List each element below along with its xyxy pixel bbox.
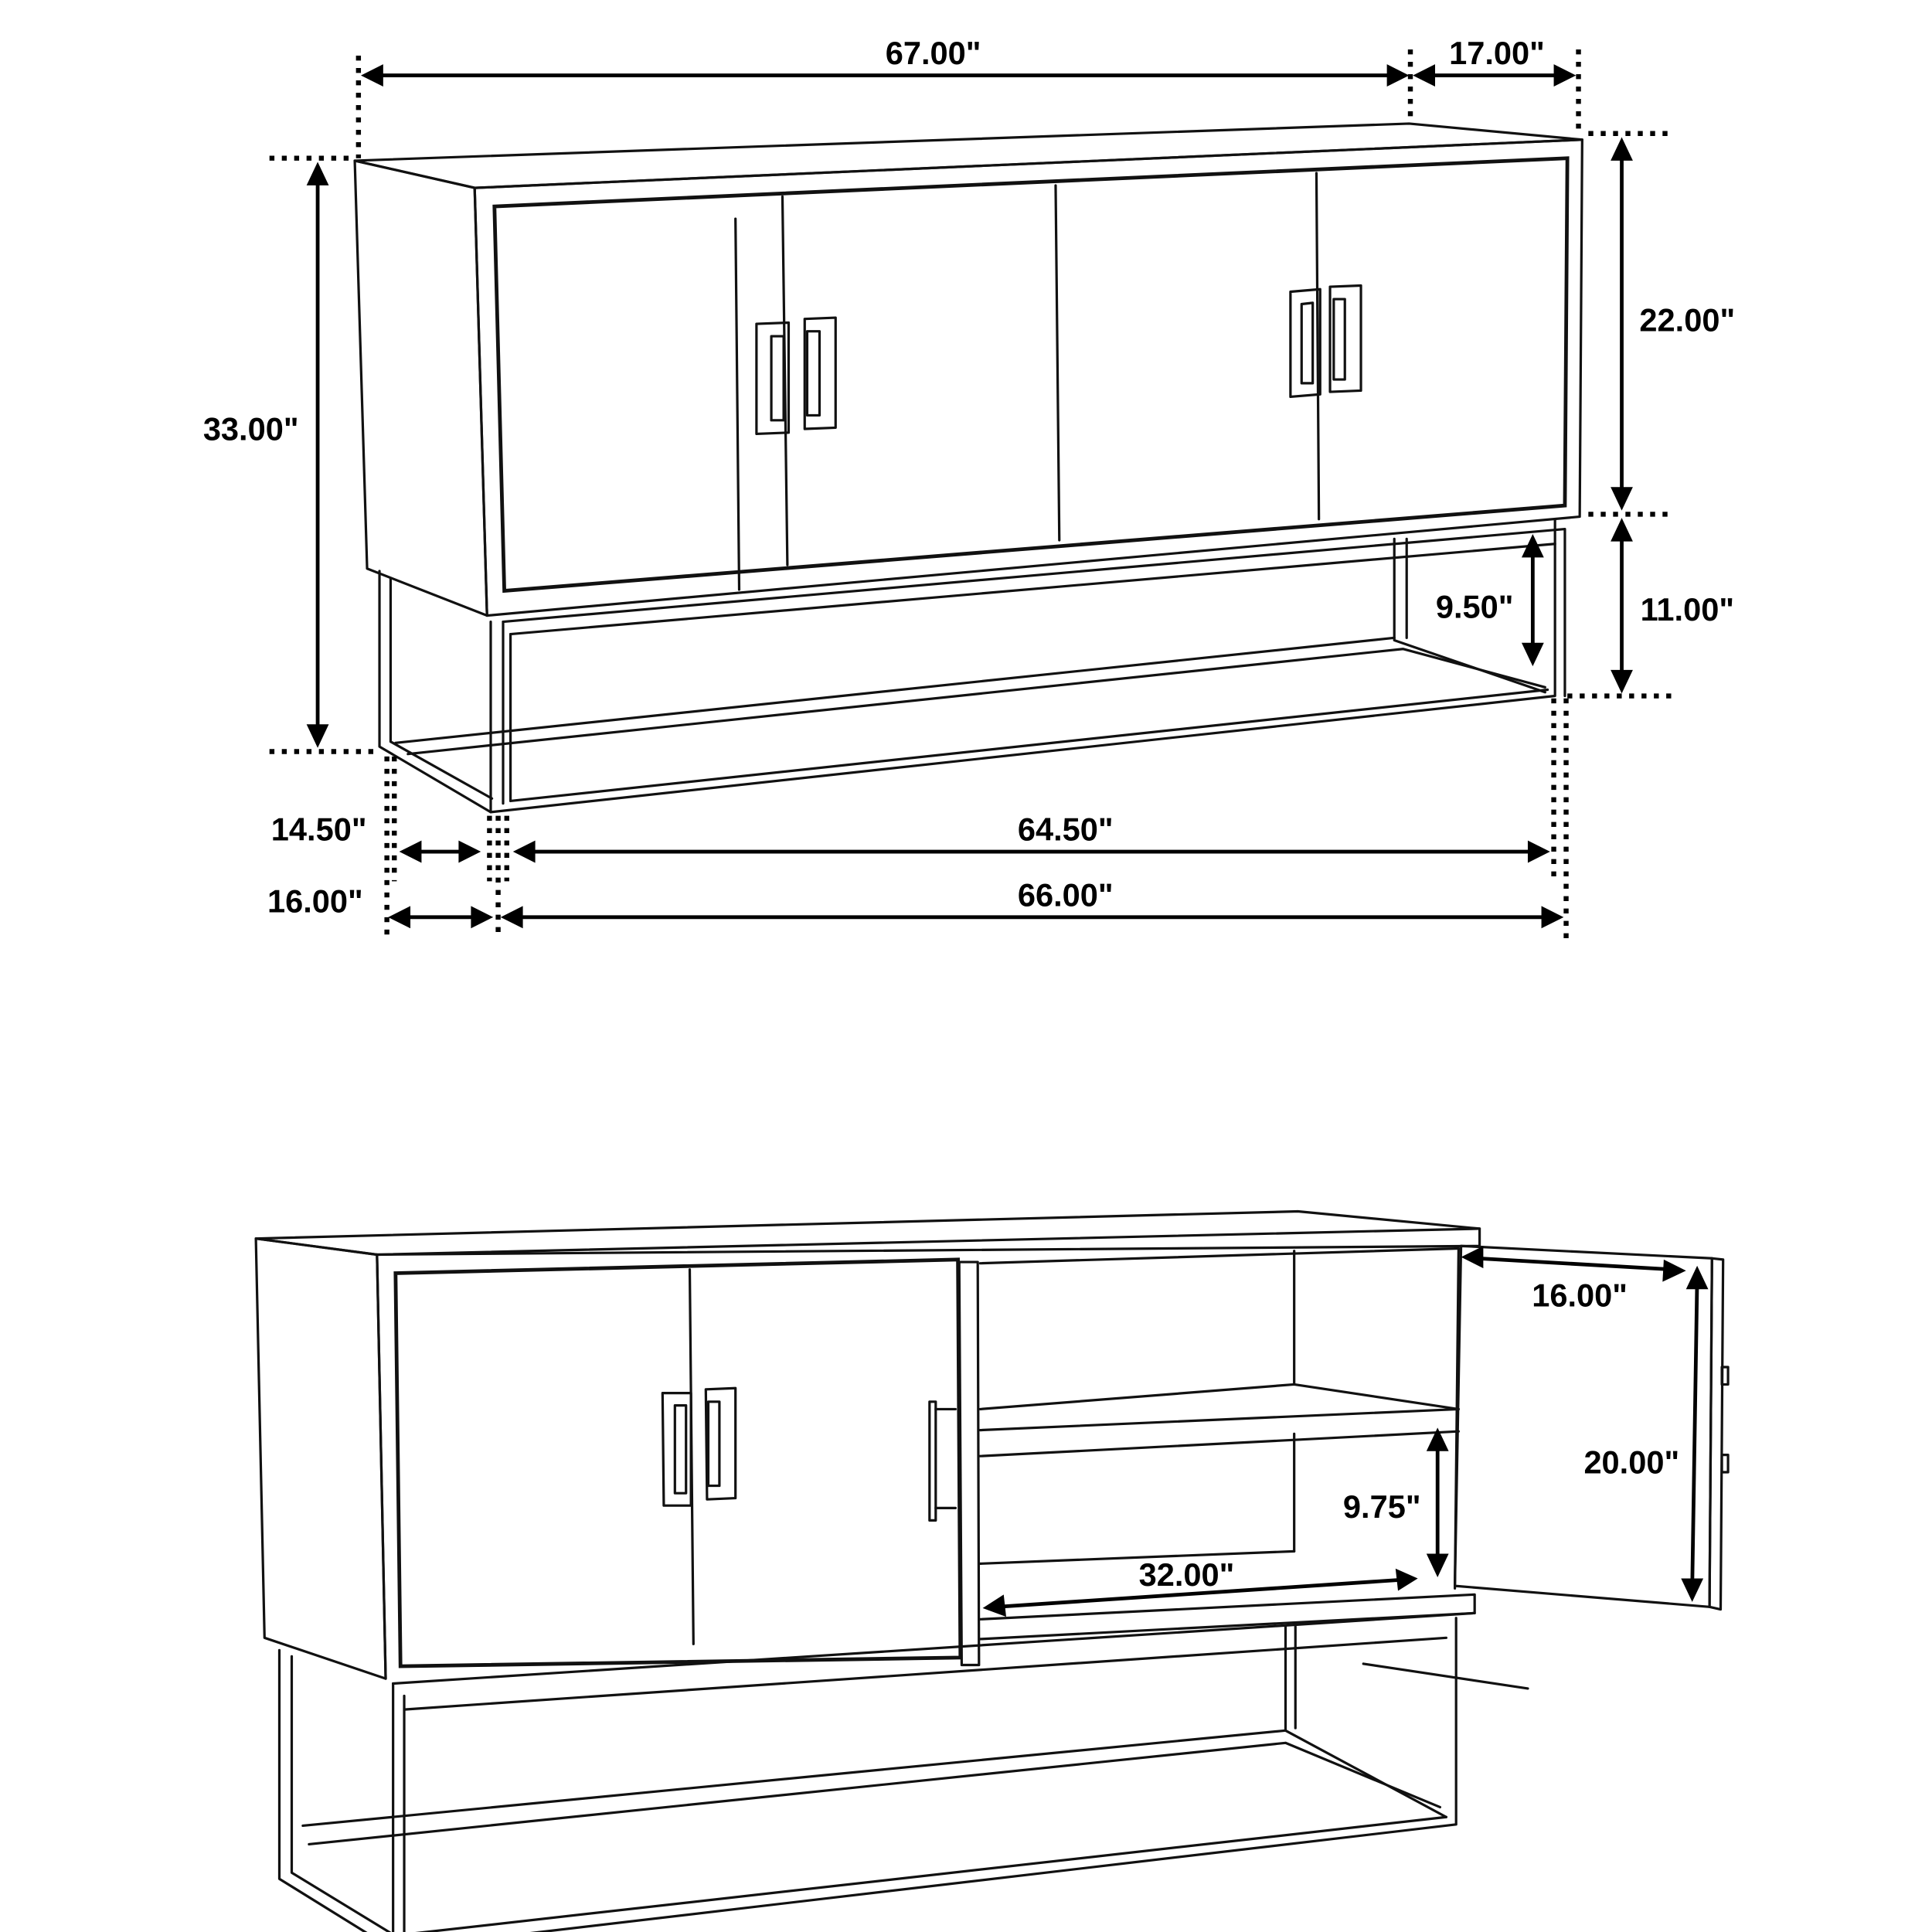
dim-overall-height: 33.00" — [203, 410, 299, 447]
center-stile — [957, 1260, 981, 1667]
dim-base-outer-width: 66.00" — [1018, 876, 1114, 913]
dim-cabinet-height: 22.00" — [1639, 302, 1735, 338]
open-cabinet-left-side — [254, 1237, 387, 1680]
dim-overall-width: 67.00" — [886, 35, 981, 71]
door-gap-line — [734, 217, 741, 591]
handle-pair-open-view-icon — [661, 1386, 957, 1522]
door-split-2 — [1054, 184, 1061, 542]
dim-door-height: 20.00" — [1583, 1444, 1679, 1481]
cabinet-left-side — [353, 159, 488, 617]
cabinet-top — [353, 122, 1583, 189]
open-sideboard-drawing — [254, 1209, 1730, 1932]
handle-pair-left-icon — [755, 316, 837, 436]
closed-view-dimensions: 67.00" 17.00" 33.00" 22.00" 11.00" 9.50"… — [203, 35, 1735, 946]
dim-base-outer-depth: 16.00" — [267, 883, 363, 919]
dim-base-inner-depth: 14.50" — [271, 811, 367, 848]
door-split-3 — [1315, 172, 1321, 521]
closed-sideboard-drawing — [353, 122, 1583, 814]
door-frame — [492, 156, 1570, 594]
dim-door-width: 16.00" — [1532, 1277, 1628, 1314]
metal-base-frame — [378, 518, 1566, 814]
open-cabinet-interior — [978, 1247, 1476, 1641]
dim-interior-width: 32.00" — [1139, 1556, 1235, 1593]
dim-shelf-clearance: 9.75" — [1343, 1488, 1421, 1525]
open-right-door — [1453, 1244, 1730, 1611]
dim-base-height: 11.00" — [1641, 591, 1734, 628]
open-view-dimensions: 16.00" 20.00" 9.75" 32.00" — [982, 1246, 1709, 1617]
open-view-metal-base — [277, 1611, 1529, 1932]
leader-line — [1362, 1662, 1529, 1690]
dim-base-inner-width: 64.50" — [1018, 811, 1114, 848]
handle-pair-right-icon — [1289, 284, 1362, 399]
cabinet-front — [473, 138, 1583, 617]
dim-overall-depth: 17.00" — [1449, 35, 1545, 71]
dim-base-opening: 9.50" — [1436, 589, 1514, 625]
left-door-frame — [393, 1257, 963, 1668]
